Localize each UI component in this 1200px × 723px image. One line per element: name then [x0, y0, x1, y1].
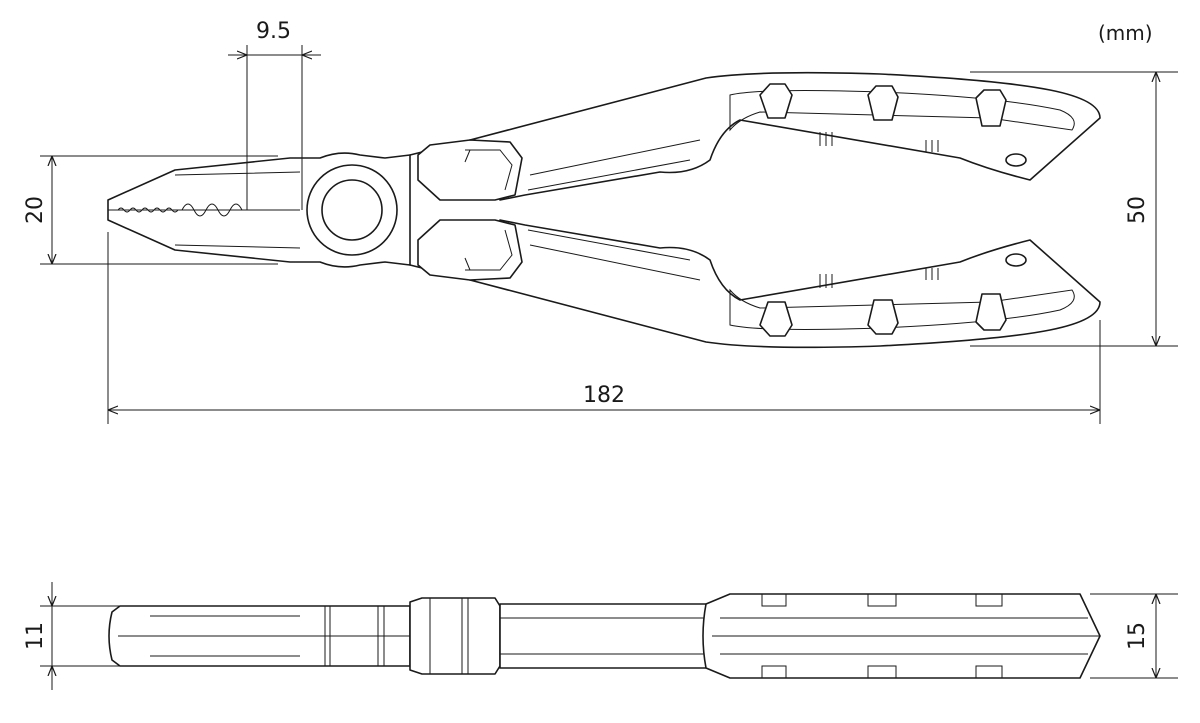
jaw-serrations: [117, 207, 179, 213]
dim-handle-span: 50: [970, 71, 1178, 347]
lower-grip-pads: [759, 253, 1027, 337]
dim-jaw-width: 9.5: [228, 19, 321, 210]
lower-handle-outline: [409, 219, 1101, 349]
dim-label-20: 20: [23, 196, 48, 224]
dim-label-11: 11: [23, 622, 48, 650]
pivot-outer: [306, 164, 398, 256]
side-guard: [409, 597, 501, 675]
dim-tip-height: 20: [23, 155, 278, 265]
upper-guard: [417, 139, 523, 201]
upper-grip-pads: [759, 83, 1027, 167]
dim-handle-thickness: 15: [1090, 593, 1178, 679]
unit-label: (mm): [1098, 21, 1153, 45]
dim-label-182: 182: [583, 383, 625, 408]
lower-guard: [417, 219, 523, 281]
pivot-rivet: [321, 179, 383, 241]
dim-total-length: 182: [107, 232, 1101, 424]
pliers-side-view: 11 15: [23, 582, 1178, 690]
dim-label-50: 50: [1125, 196, 1150, 224]
pliers-top-view: 9.5 20 182 50: [23, 19, 1178, 424]
side-shaft: [499, 603, 707, 669]
dim-head-thickness: 11: [23, 582, 148, 690]
dim-label-15: 15: [1125, 622, 1150, 650]
upper-handle-outline: [409, 71, 1101, 201]
dim-label-9-5: 9.5: [256, 19, 291, 44]
